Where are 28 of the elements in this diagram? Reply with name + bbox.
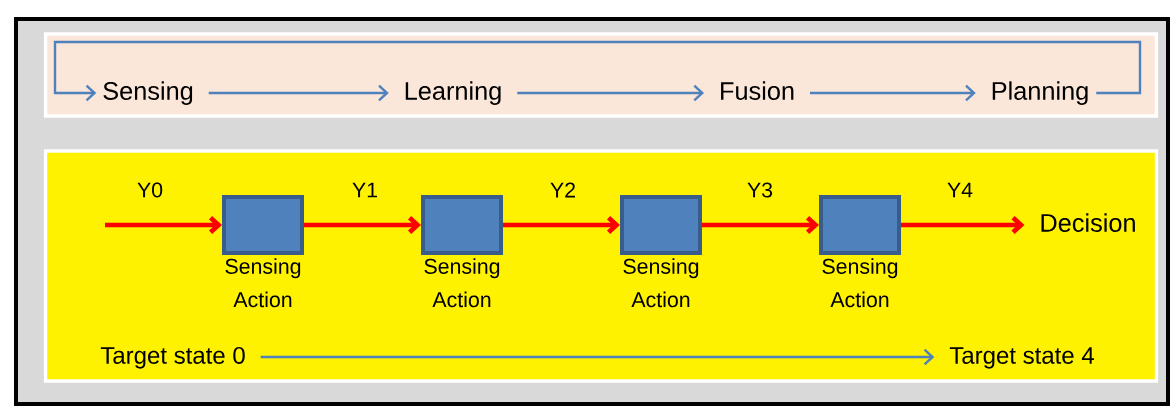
step-label: Planning [992,81,1088,105]
arrow [304,215,421,235]
state-label: Target state 0 [100,346,245,369]
edge-label: Y0 [135,181,165,199]
edge-label: Y4 [945,181,975,199]
state-label: Target state 4 [949,347,1094,369]
state-label: Decision [1041,213,1135,232]
arrow [503,215,620,235]
box-caption: Sensing Action [822,258,898,308]
arrow [260,348,935,366]
step-label: Learning [405,81,501,105]
arrow [105,215,222,235]
arrow [53,40,1142,102]
process-band [43,149,1159,383]
step-label: Sensing [103,81,193,105]
edge-label: Y1 [350,181,380,199]
box-caption: Sensing Action [424,258,500,308]
box-caption: Sensing Action [623,258,699,308]
arrow [208,84,389,102]
arrow [901,215,1025,235]
box-caption: Sensing Action [225,258,301,308]
flow-band [43,32,1159,118]
arrow [517,84,705,102]
edge-label: Y2 [548,181,578,199]
edge-label: Y3 [745,181,775,199]
step-label: Fusion [721,81,794,100]
arrow [702,215,819,235]
arrow [809,84,976,102]
